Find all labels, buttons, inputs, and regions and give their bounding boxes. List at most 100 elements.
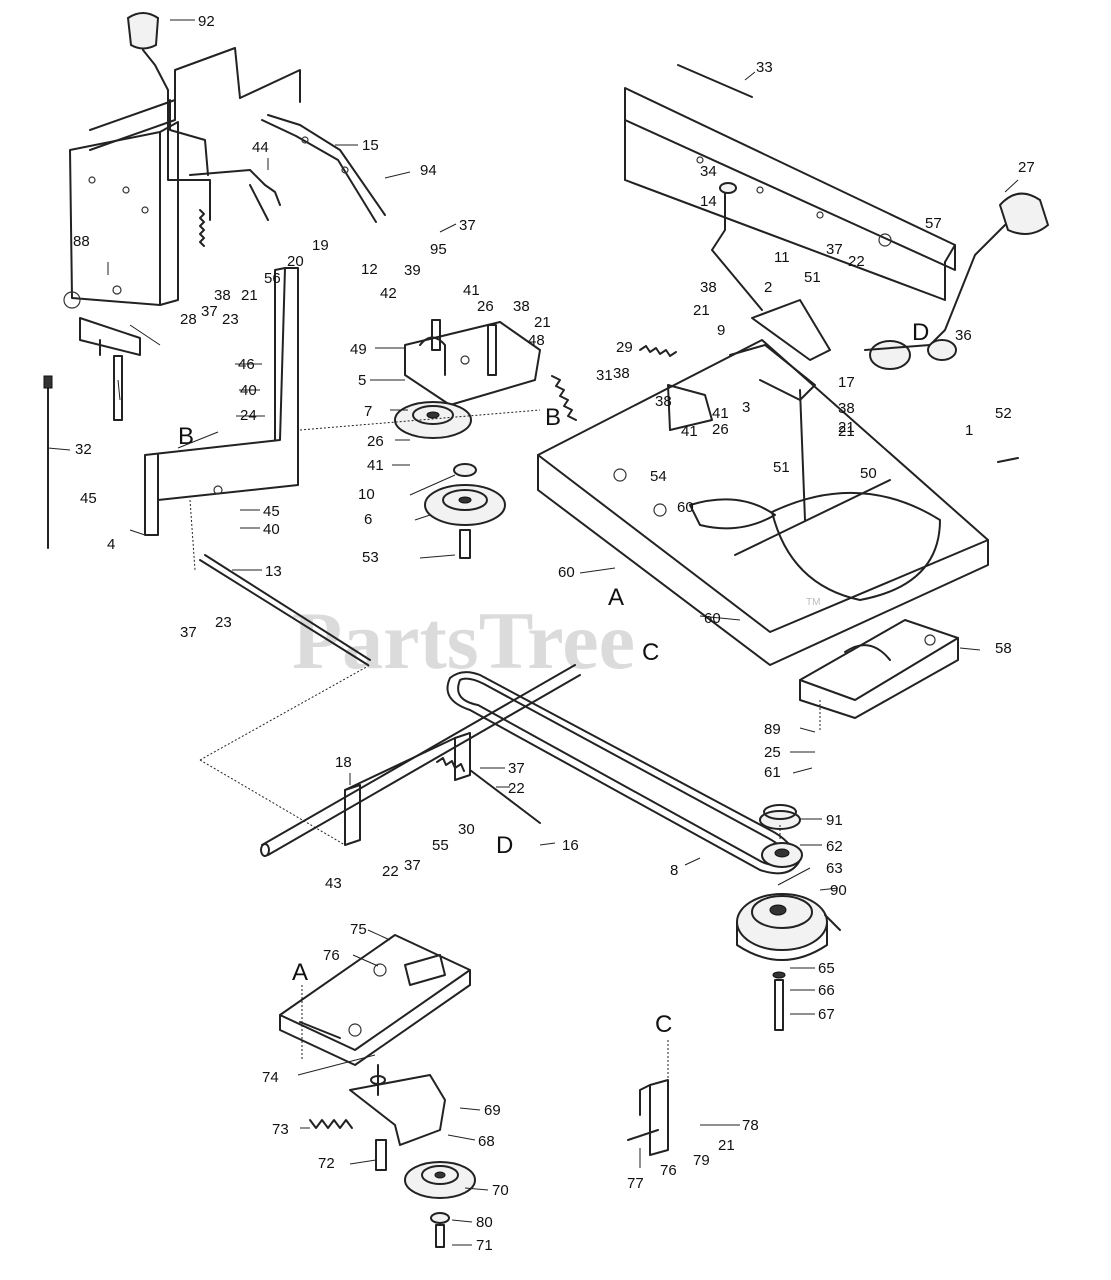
callout-95: 95 (430, 241, 447, 258)
knob-92 (126, 12, 211, 221)
callout-37-upper: 37 (459, 217, 476, 234)
callout-41-mid-right: 41 (712, 405, 729, 422)
spring-28 (199, 209, 205, 247)
callout-51-upper: 51 (804, 269, 821, 286)
callout-38-upper-left: 38 (214, 287, 231, 304)
ref-letter-c-center: C (642, 639, 659, 666)
pin-32 (43, 375, 53, 549)
callout-45-left: 45 (80, 490, 97, 507)
callout-21-plate: 21 (838, 419, 855, 436)
bolt-77 (627, 1129, 659, 1141)
callout-38-right: 38 (838, 400, 855, 417)
shaft-55 (260, 664, 581, 857)
callout-90: 90 (830, 882, 847, 899)
callout-48: 48 (528, 332, 545, 349)
callout-73: 73 (272, 1121, 289, 1138)
ref-letter-a-center: A (608, 584, 624, 611)
callout-22-lower: 22 (382, 863, 399, 880)
callout-43: 43 (325, 875, 342, 892)
ref-letter-d-right: D (912, 319, 929, 346)
callout-16: 16 (562, 837, 579, 854)
callout-56: 56 (264, 270, 281, 287)
frame-50 (537, 339, 989, 666)
callout-1: 1 (965, 422, 973, 439)
pulley-91 (759, 804, 801, 830)
callout-33: 33 (756, 59, 773, 76)
callout-41-right: 41 (681, 423, 698, 440)
callout-63: 63 (826, 860, 843, 877)
callout-21-right-upper: 21 (693, 302, 710, 319)
ref-letter-c-lower: C (655, 1011, 672, 1038)
callout-28: 28 (180, 311, 197, 328)
bracket-2 (751, 299, 831, 361)
callout-62: 62 (826, 838, 843, 855)
bolt-67 (772, 971, 786, 1031)
ref-letter-b-left: B (178, 423, 194, 450)
callout-22-shaft: 22 (508, 780, 525, 797)
callout-76-upper: 76 (323, 947, 340, 964)
spring-31 (551, 375, 577, 421)
callout-51-lower: 51 (773, 459, 790, 476)
plate-75 (279, 934, 471, 1066)
ref-letter-d-lower: D (496, 832, 513, 859)
callout-38-center: 38 (513, 298, 530, 315)
dash-bracket-assembly (63, 47, 301, 356)
callout-60-mid: 60 (558, 564, 575, 581)
pulley-7 (394, 401, 472, 439)
callout-38-right-upper: 38 (700, 279, 717, 296)
callout-4: 4 (107, 536, 115, 553)
callout-69: 69 (484, 1102, 501, 1119)
callout-78-right: 78 (742, 1117, 759, 1134)
bracket-79 (639, 1079, 669, 1156)
spring-29 (639, 345, 677, 357)
callout-31: 31 (596, 367, 613, 384)
callout-66: 66 (818, 982, 835, 999)
bolt-71 (430, 1212, 450, 1248)
callout-18: 18 (335, 754, 352, 771)
callout-21-right: 21 (838, 423, 855, 440)
callout-71: 71 (476, 1237, 493, 1254)
rod-13 (199, 554, 371, 666)
callout-21-lower: 21 (718, 1137, 735, 1154)
plate-3 (667, 384, 713, 431)
lever-9 (729, 344, 816, 521)
callout-92: 92 (198, 13, 215, 30)
callout-70: 70 (492, 1182, 509, 1199)
callout-44: 44 (252, 139, 269, 156)
callout-49: 49 (350, 341, 367, 358)
callout-37-right: 37 (826, 241, 843, 258)
callout-40-lower: 40 (263, 521, 280, 538)
callout-72: 72 (318, 1155, 335, 1172)
spring-73 (309, 1119, 353, 1129)
callout-50: 50 (860, 465, 877, 482)
callout-38-plate: 38 (655, 393, 672, 410)
callout-42: 42 (380, 285, 397, 302)
callout-36: 36 (955, 327, 972, 344)
callout-45-right: 45 (263, 503, 280, 520)
callout-30: 30 (458, 821, 475, 838)
callout-68: 68 (478, 1133, 495, 1150)
callout-24: 24 (240, 407, 257, 424)
callout-46: 46 (238, 356, 255, 373)
callout-34: 34 (700, 163, 717, 180)
ref-letter-a-lower: A (292, 959, 308, 986)
callout-54: 54 (650, 468, 667, 485)
callout-11: 11 (774, 249, 790, 266)
bolt-49 (431, 319, 441, 351)
callout-21-upper-left: 21 (241, 287, 258, 304)
rod-14 (711, 182, 763, 311)
callout-77: 77 (627, 1175, 644, 1192)
callout-32: 32 (75, 441, 92, 458)
callout-26-center: 26 (477, 298, 494, 315)
callout-20: 20 (287, 253, 304, 270)
callout-39: 39 (404, 262, 421, 279)
callout-53: 53 (362, 549, 379, 566)
callout-37-lower-left: 37 (180, 624, 197, 641)
linkage-15 (189, 114, 386, 223)
callout-19: 19 (312, 237, 329, 254)
callout-37-left: 37 (201, 303, 218, 320)
callout-65: 65 (818, 960, 835, 977)
callout-38-mid: 38 (613, 365, 630, 382)
ref-letter-b-center: B (545, 404, 561, 431)
